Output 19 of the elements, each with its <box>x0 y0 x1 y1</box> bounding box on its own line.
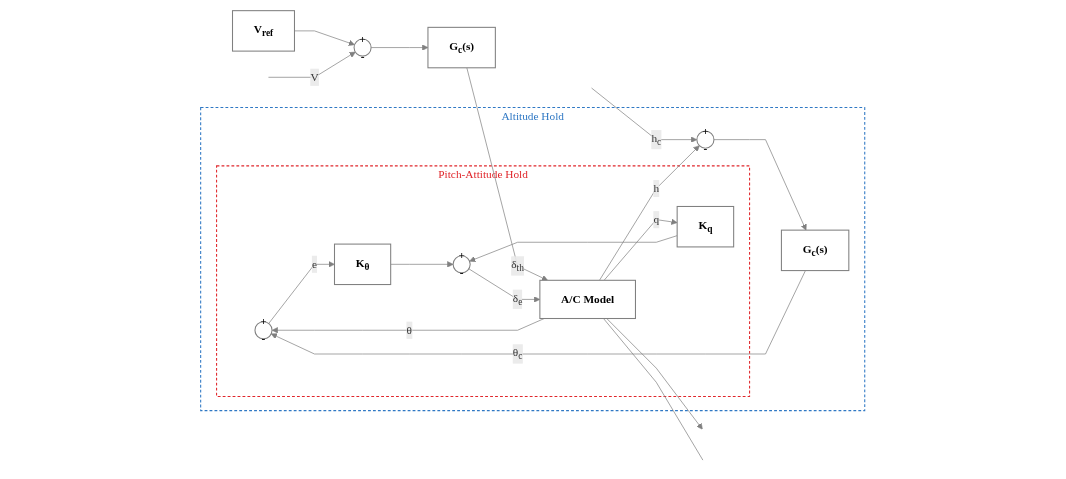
edge-label: δ$_{e}$ <box>513 291 523 307</box>
edge-label: q <box>653 212 660 225</box>
block-box: G$_{c}$(s) <box>427 26 497 68</box>
edge-label: θ$_{c}$ <box>513 346 523 361</box>
edge-label: δ$_{th}$ <box>511 258 525 274</box>
node-label: - <box>261 331 266 344</box>
node-label: - <box>703 141 708 154</box>
edge-label: h$_{c}$ <box>651 131 662 147</box>
edge-label: V <box>310 70 319 83</box>
block-box: K$_{q}$ <box>676 205 735 247</box>
edge-label: h <box>653 181 660 194</box>
node-label: - <box>460 265 464 278</box>
block-box: K$_{θ}$ <box>334 243 392 285</box>
node-label: - <box>361 49 365 62</box>
edge-label: e <box>312 257 318 270</box>
block-box: G$_{c}$(s) <box>781 229 850 271</box>
block-box: A/C Model <box>539 279 637 319</box>
block-box: V$_{ref}$ <box>232 9 296 52</box>
edge-label: θ <box>406 323 413 336</box>
